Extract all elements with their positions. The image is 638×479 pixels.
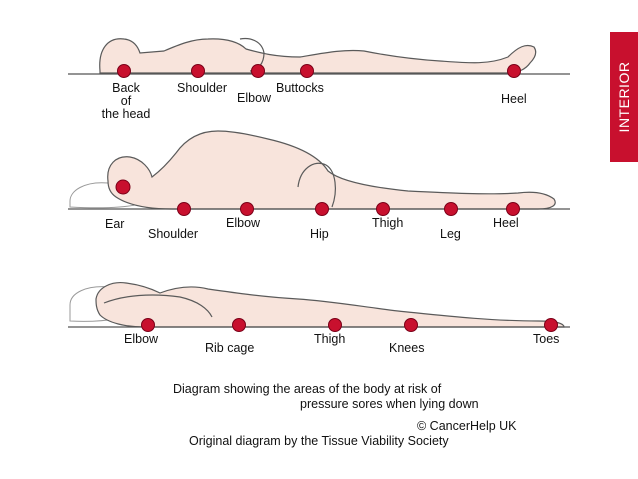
- figure-side: [68, 130, 570, 216]
- label-toes: Toes: [533, 332, 560, 346]
- caption-credit: © CancerHelp UK: [417, 419, 517, 433]
- figure-back-body: [99, 38, 537, 74]
- label-thigh-3: Thigh: [314, 332, 346, 346]
- side-tab-label: INTERIOR: [616, 61, 632, 133]
- figure-side-dot-leg: [444, 202, 458, 216]
- figure-side-dot-thigh: [376, 202, 390, 216]
- label-ear: Ear: [105, 217, 125, 231]
- figure-side-dot-ear: [115, 179, 131, 195]
- label-heel-2: Heel: [493, 216, 519, 230]
- figure-front-dot-toes: [544, 318, 558, 332]
- label-elbow-1: Elbow: [237, 91, 272, 105]
- label-heel-1: Heel: [501, 92, 527, 106]
- label-elbow-2: Elbow: [226, 216, 261, 230]
- diagram-drawing: [68, 37, 570, 332]
- label-shoulder-2: Shoulder: [148, 227, 199, 241]
- figure-back-dot-head: [117, 64, 131, 78]
- figure-back-dot-elbow: [251, 64, 265, 78]
- figure-front-dot-ribcage: [232, 318, 246, 332]
- caption-line-1: Diagram showing the areas of the body at…: [173, 382, 442, 396]
- label-hip: Hip: [310, 227, 329, 241]
- figure-back: [68, 37, 570, 78]
- figure-front-dot-thigh: [328, 318, 342, 332]
- figure-side-hip-outline: [297, 162, 336, 208]
- label-shoulder-1: Shoulder: [177, 81, 228, 95]
- figure-front-dot-knees: [404, 318, 418, 332]
- label-knees: Knees: [389, 341, 425, 355]
- caption-line-2: pressure sores when lying down: [300, 397, 479, 411]
- figure-front: [68, 282, 570, 332]
- label-rib-cage: Rib cage: [205, 341, 255, 355]
- figure-back-dot-heel: [507, 64, 521, 78]
- figure-back-dot-buttocks: [300, 64, 314, 78]
- figure-side-dot-shoulder: [177, 202, 191, 216]
- figure-side-dot-elbow: [240, 202, 254, 216]
- caption-origin: Original diagram by the Tissue Viability…: [189, 434, 449, 448]
- side-tab: [610, 32, 638, 162]
- figure-front-dot-elbow: [141, 318, 155, 332]
- label-leg: Leg: [440, 227, 461, 241]
- figure-front-body: [95, 282, 565, 328]
- figure-side-dot-hip: [315, 202, 329, 216]
- label-thigh-2: Thigh: [372, 216, 404, 230]
- label-elbow-3: Elbow: [124, 332, 159, 346]
- figure-front-arm: [103, 294, 213, 318]
- figure-back-dot-shoulder: [191, 64, 205, 78]
- figure-side-dot-heel: [506, 202, 520, 216]
- label-buttocks: Buttocks: [276, 81, 324, 95]
